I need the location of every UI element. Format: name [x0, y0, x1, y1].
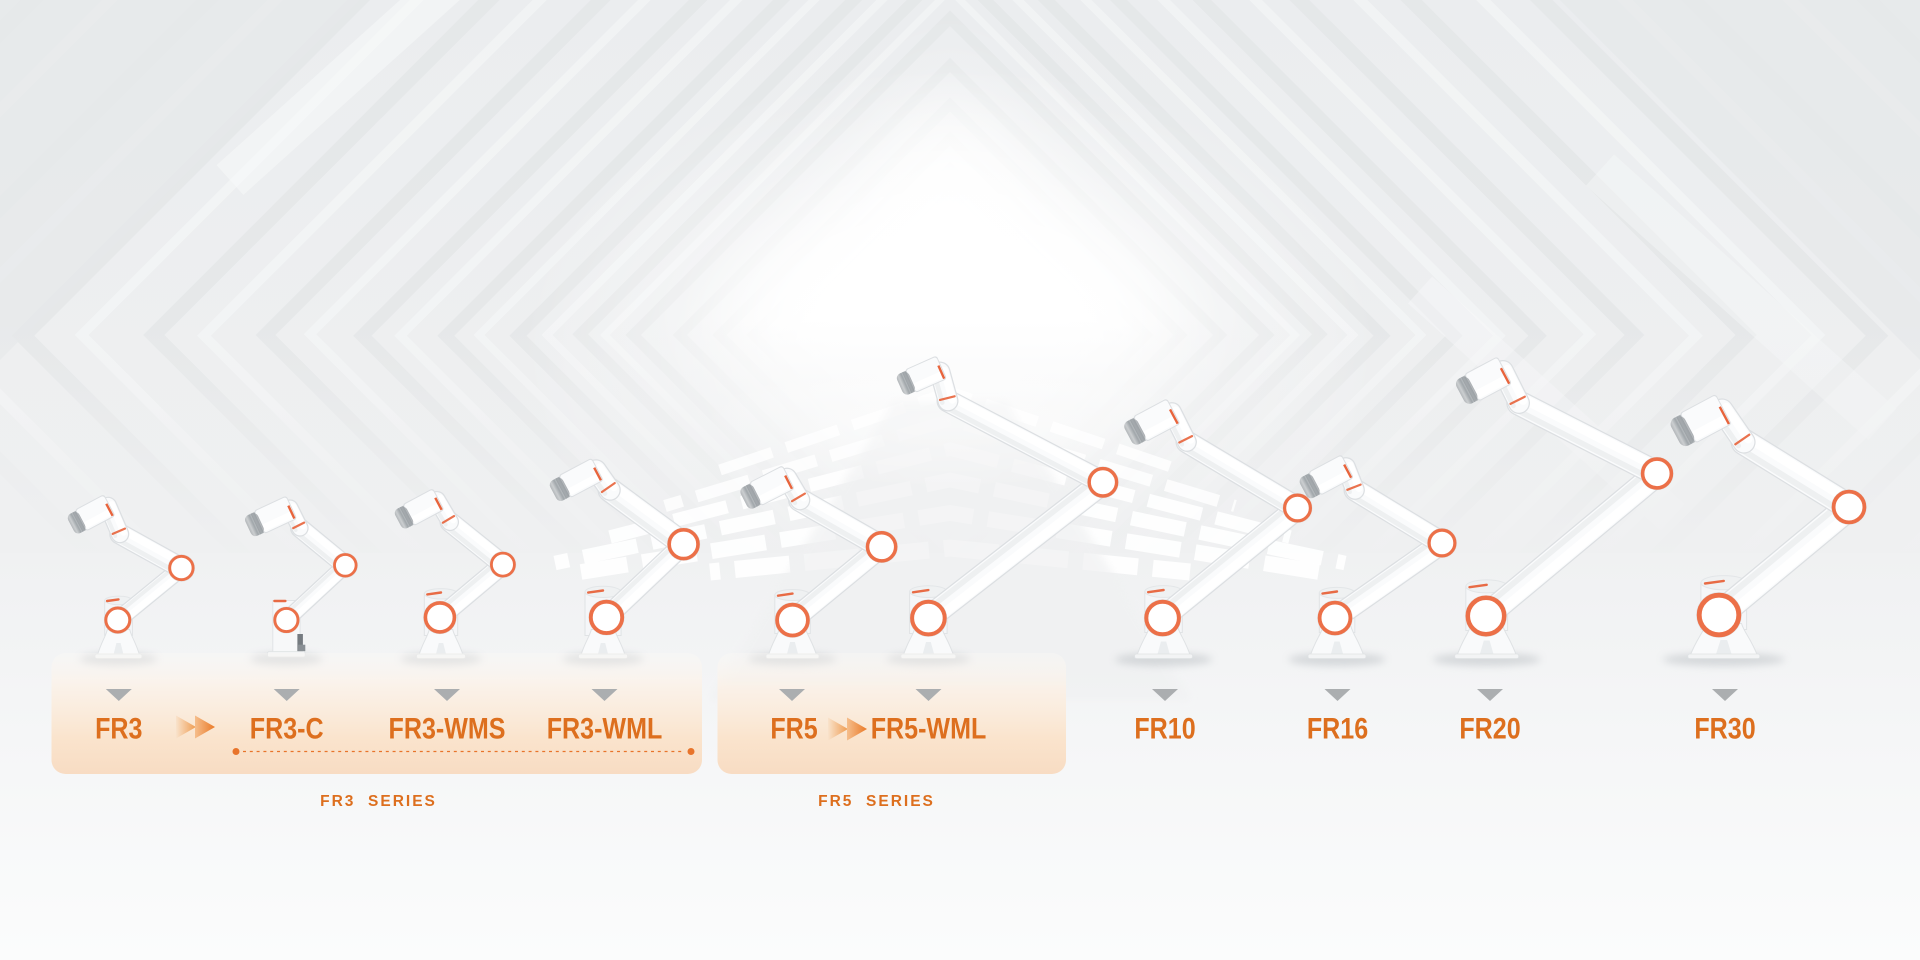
- svg-text:FR3-WMS: FR3-WMS: [389, 712, 506, 745]
- svg-text:FR16: FR16: [1307, 712, 1368, 745]
- svg-text:FR10: FR10: [1134, 712, 1195, 745]
- svg-text:FR5-WML: FR5-WML: [871, 712, 987, 745]
- svg-text:FR5 SERIES: FR5 SERIES: [818, 793, 935, 810]
- svg-text:FR20: FR20: [1459, 712, 1520, 745]
- svg-text:FR3: FR3: [95, 712, 142, 745]
- svg-text:FR3-WML: FR3-WML: [547, 712, 663, 745]
- svg-text:FR5: FR5: [770, 712, 817, 745]
- svg-text:FR3 SERIES: FR3 SERIES: [320, 793, 437, 810]
- svg-text:FR30: FR30: [1694, 712, 1755, 745]
- svg-text:FR3-C: FR3-C: [250, 712, 324, 745]
